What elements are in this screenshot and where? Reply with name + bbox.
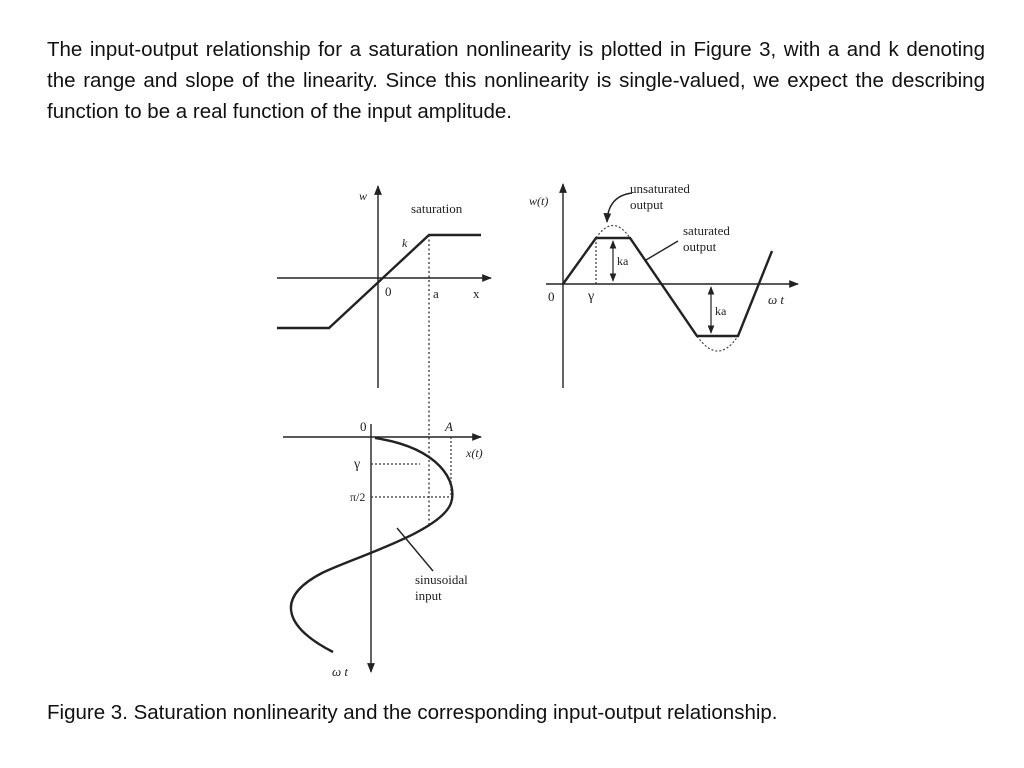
ka-lower-label: ka <box>715 304 727 318</box>
sinusoidal-input-curve <box>289 436 454 654</box>
bottom-x-label: x(t) <box>465 446 483 460</box>
bottom-gamma-label: γ <box>353 457 360 472</box>
ka-upper-label: ka <box>617 254 629 268</box>
sinusoid-label-line2: input <box>415 588 442 603</box>
right-origin-label: 0 <box>548 289 555 304</box>
right-y-label: w(t) <box>529 194 548 208</box>
saturated-pointer <box>645 240 679 261</box>
pi-half-label: π/2 <box>350 490 365 504</box>
figure-caption: Figure 3. Saturation nonlinearity and th… <box>47 701 778 724</box>
sinusoid-pointer <box>396 527 434 572</box>
bottom-origin-label: 0 <box>360 419 367 434</box>
output-waveform-plot: w(t) ω t 0 γ ka ka unsaturated output sa… <box>529 181 799 388</box>
amplitude-label: A <box>444 419 453 434</box>
right-gamma-label: γ <box>587 289 594 304</box>
saturation-characteristic-plot: w x 0 a k saturation <box>277 185 492 524</box>
sinusoid-label-line1: sinusoidal <box>415 572 468 587</box>
saturation-label: saturation <box>411 201 463 216</box>
unsaturated-label-line1: unsaturated <box>630 181 690 196</box>
left-x-label: x <box>473 286 480 301</box>
left-origin-label: 0 <box>385 284 392 299</box>
sinusoidal-input-plot: 0 A x(t) γ π/2 ω t sinusoidal input <box>283 419 483 679</box>
saturated-label-line1: saturated <box>683 223 730 238</box>
saturated-label-line2: output <box>683 239 717 254</box>
unsaturated-trough-dotted <box>696 335 739 352</box>
right-x-label: ω t <box>768 292 784 307</box>
unsaturated-peak-dotted <box>595 224 631 239</box>
left-y-label: w <box>359 189 367 203</box>
saturation-curve <box>277 233 481 330</box>
unsaturated-pointer <box>603 192 633 223</box>
saturated-output-curve <box>562 236 774 338</box>
left-a-label: a <box>433 286 439 301</box>
bottom-y-label: ω t <box>332 664 348 679</box>
intro-paragraph: The input-output relationship for a satu… <box>47 38 985 123</box>
slope-k-label: k <box>402 236 408 250</box>
unsaturated-label-line2: output <box>630 197 664 212</box>
